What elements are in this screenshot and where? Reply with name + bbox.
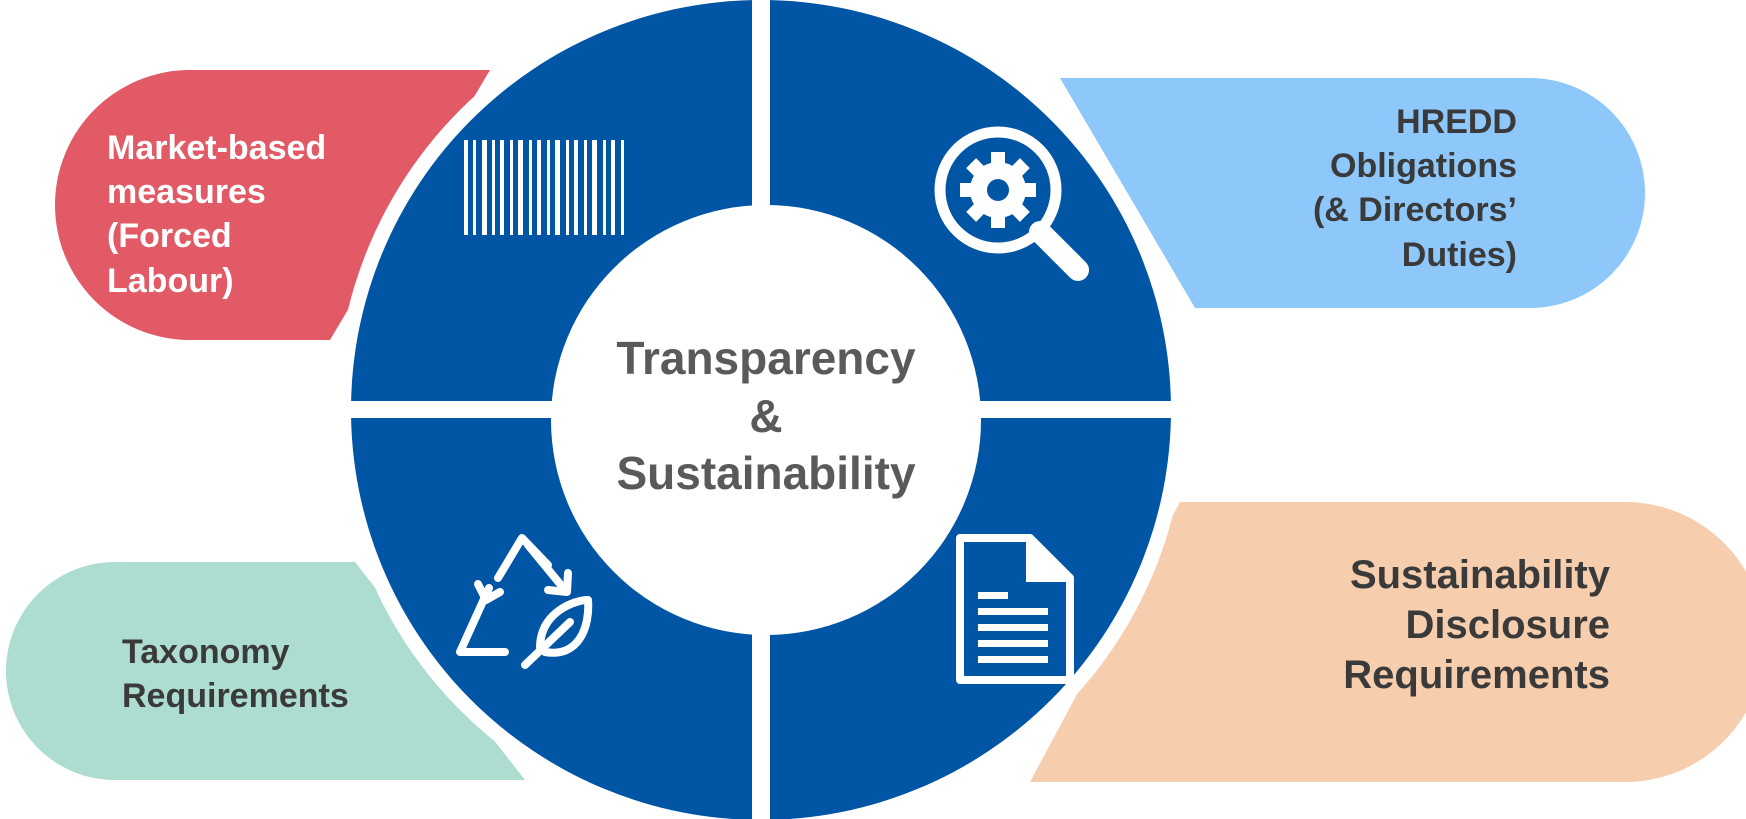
pill-market-based [55, 70, 490, 340]
hredd-line-3: (& Directors’ [1312, 191, 1517, 230]
recycle-leaf-icon [456, 534, 593, 669]
document-icon [956, 534, 1074, 684]
market-based-measures-label: Market-based measures (Forced Labour) [107, 126, 326, 303]
hredd-obligations-label: HREDD Obligations (& Directors’ Duties) [1250, 100, 1517, 277]
sustainability-disclosure-label: Sustainability Disclosure Requirements [1280, 550, 1610, 700]
market-based-line-4: Labour) [107, 261, 234, 300]
market-based-line-2: measures [107, 173, 266, 212]
market-based-line-3: (Forced [107, 217, 232, 256]
center-title-line-1: Transparency [616, 332, 916, 384]
hredd-line-4: Duties) [1401, 235, 1517, 274]
market-based-line-1: Market-based [107, 129, 327, 167]
taxonomy-requirements-label: Taxonomy Requirements [122, 630, 349, 718]
center-disc [551, 205, 981, 635]
hredd-line-2: Obligations [1330, 147, 1517, 186]
sdr-line-1: Sustainability [1349, 553, 1610, 597]
pill-hredd [1060, 78, 1645, 308]
pill-sustainability-disclosure [1030, 502, 1746, 782]
center-title-line-3: Sustainability [616, 447, 916, 499]
sdr-line-2: Disclosure [1405, 603, 1610, 647]
center-title-line-2: & [749, 389, 783, 442]
taxonomy-line-1: Taxonomy [122, 633, 290, 671]
barcode-icon [464, 140, 624, 235]
hredd-line-1: HREDD [1396, 103, 1517, 141]
center-title: Transparency & Sustainability [566, 330, 966, 503]
sdr-line-3: Requirements [1343, 653, 1610, 697]
taxonomy-line-2: Requirements [122, 677, 349, 716]
